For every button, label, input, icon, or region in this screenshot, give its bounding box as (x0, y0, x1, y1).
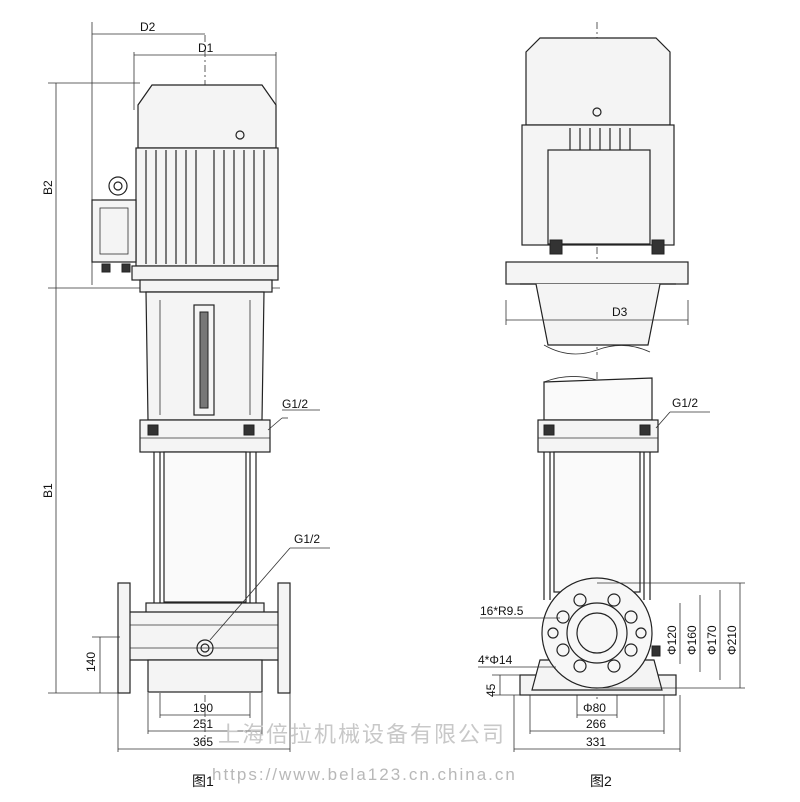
dim-140: 140 (84, 652, 98, 672)
dim-phi80: Φ80 (583, 701, 606, 715)
motor-fins (145, 150, 265, 264)
label-4-phi14: 4*Φ14 (478, 653, 513, 667)
dim-phi160: Φ160 (685, 625, 699, 655)
caption-figure-2: 图2 (590, 773, 612, 789)
motor-fins-side (569, 128, 631, 150)
dim-251: 251 (193, 717, 213, 731)
dim-b1: B1 (41, 483, 55, 498)
dim-phi170: Φ170 (705, 625, 719, 655)
label-g-top-fig1: G1/2 (282, 397, 308, 411)
dim-d2: D2 (140, 20, 156, 34)
dim-d3: D3 (612, 305, 628, 319)
figure-1-front-view: D2 D1 B2 B1 (41, 20, 330, 789)
figure-2-side-view: D3 G1/2 (478, 22, 745, 789)
watermark-company: 上海倍拉机械设备有限公司 (218, 722, 506, 747)
dim-phi120: Φ120 (665, 625, 679, 655)
caption-figure-1: 图1 (192, 773, 214, 789)
label-16-r9-5: 16*R9.5 (480, 604, 524, 618)
dim-365: 365 (193, 735, 213, 749)
dim-190: 190 (193, 701, 213, 715)
watermark-url: https://www.bela123.cn.china.cn (212, 765, 517, 784)
dim-266: 266 (586, 717, 606, 731)
label-g-bottom-fig1: G1/2 (294, 532, 320, 546)
dim-d1: D1 (198, 41, 214, 55)
label-g-side-fig2: G1/2 (672, 396, 698, 410)
dim-phi210: Φ210 (725, 625, 739, 655)
dim-45: 45 (484, 683, 498, 697)
flange-bolt-holes (547, 593, 647, 673)
dim-331: 331 (586, 735, 606, 749)
dim-b2: B2 (41, 180, 55, 195)
